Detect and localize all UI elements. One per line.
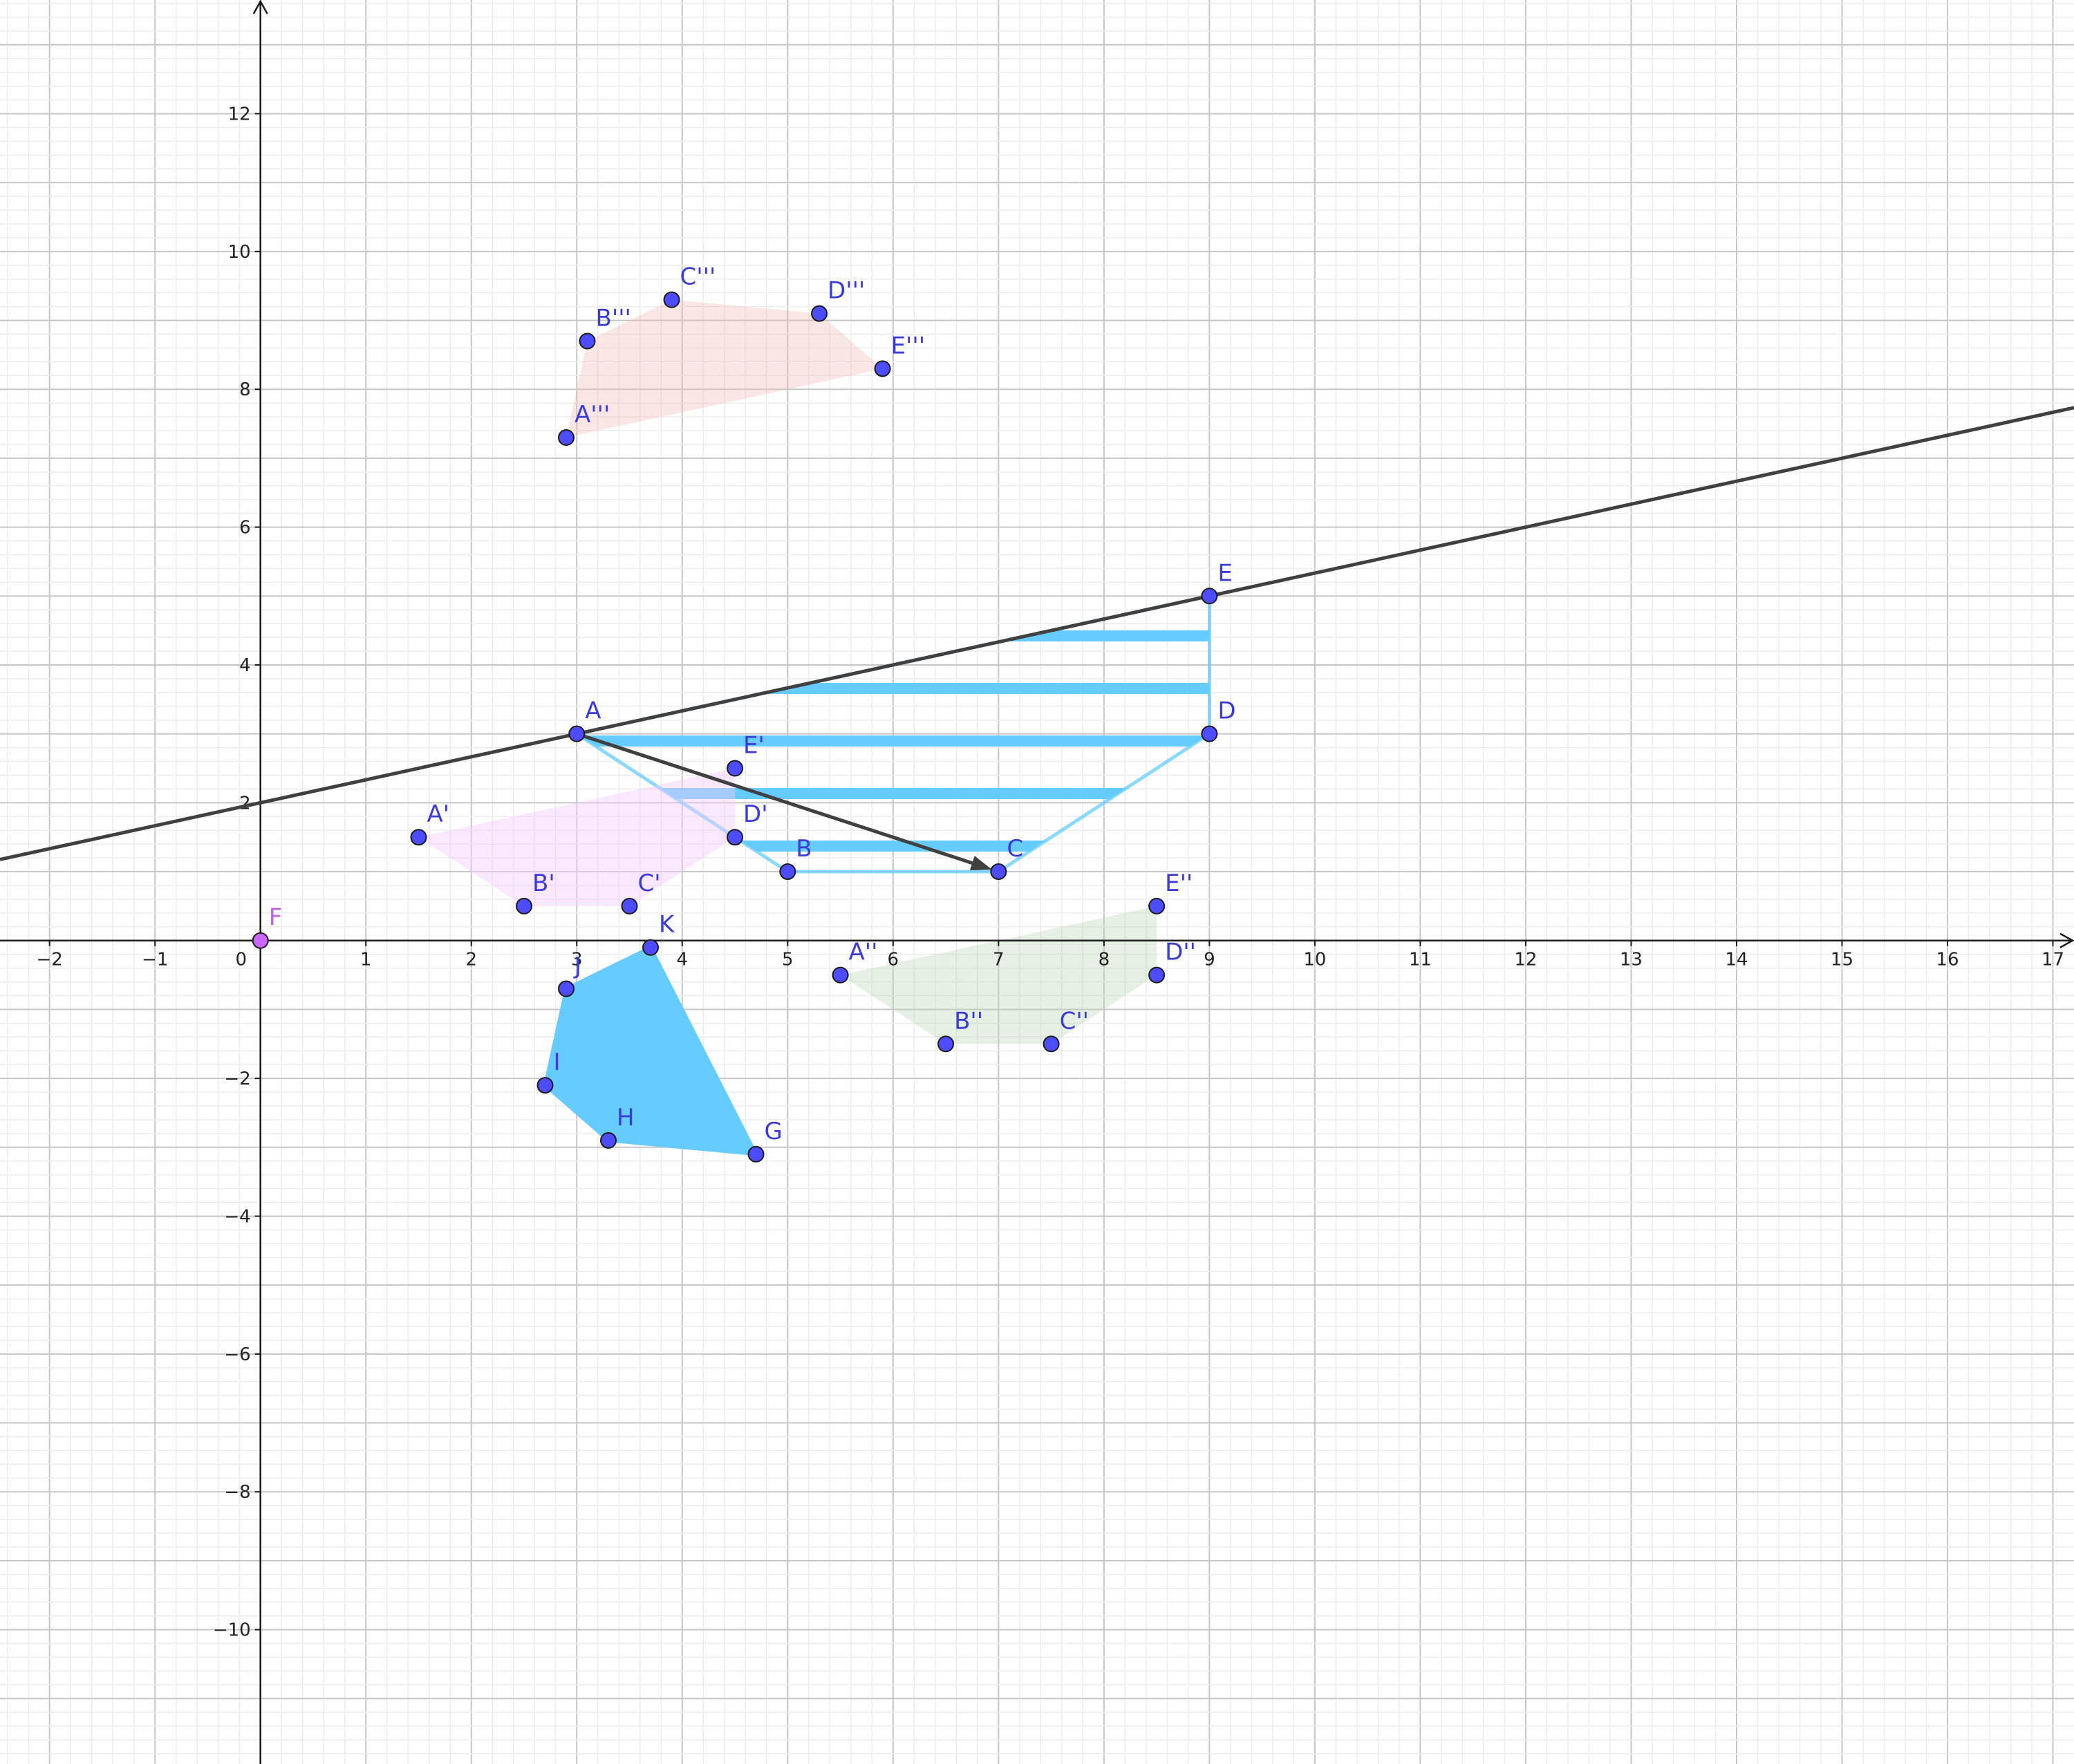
- point-label-C: C: [1007, 835, 1023, 863]
- x-tick-label: 16: [1936, 950, 1959, 970]
- x-tick-label: −1: [142, 950, 168, 970]
- point-label-B: B: [796, 835, 812, 863]
- x-tick-label: 17: [2042, 950, 2064, 970]
- x-tick-label: 7: [993, 950, 1005, 970]
- x-tick-label: 3: [571, 950, 583, 970]
- y-tick-label: −8: [224, 1482, 250, 1503]
- point-H[interactable]: [600, 1132, 617, 1149]
- point-J[interactable]: [558, 980, 575, 997]
- y-tick-label: 12: [228, 104, 251, 124]
- x-tick-label: 2: [465, 950, 477, 970]
- x-tick-label: 4: [677, 950, 689, 970]
- point-B''[interactable]: [937, 1035, 955, 1053]
- y-tick-label: −4: [224, 1206, 250, 1227]
- vector-arrowhead-icon: [969, 856, 992, 871]
- y-tick-label: 10: [228, 242, 251, 263]
- x-tick-label: 6: [888, 950, 899, 970]
- point-C''[interactable]: [1043, 1035, 1060, 1053]
- point-label-E: E: [1217, 559, 1232, 587]
- point-K[interactable]: [642, 939, 660, 956]
- point-label-F: F: [269, 904, 283, 932]
- point-B'''[interactable]: [579, 332, 596, 350]
- y-tick-label: 4: [239, 655, 251, 676]
- point-C'[interactable]: [621, 897, 638, 914]
- x-tick-label: 10: [1303, 950, 1326, 970]
- x-tick-label: 14: [1725, 950, 1748, 970]
- point-D'''[interactable]: [811, 305, 828, 322]
- point-label-B': B': [532, 870, 555, 897]
- point-label-D'': D'': [1165, 939, 1196, 966]
- point-labels: A B C D E A' B' C' D' E' A'' B'' C'' D'' E'' A''' B''' C'…: [269, 263, 1236, 1145]
- x-tick-label: 15: [1831, 950, 1853, 970]
- y-tick-label: 8: [239, 379, 251, 400]
- line-AE[interactable]: [0, 406, 2074, 861]
- y-tick-label: 6: [239, 518, 251, 538]
- x-tick-label: 12: [1514, 950, 1537, 970]
- point-label-H: H: [617, 1104, 635, 1132]
- point-label-E': E': [743, 732, 765, 760]
- point-label-D''': D''': [828, 277, 865, 305]
- point-I[interactable]: [536, 1077, 554, 1094]
- vector-AC[interactable]: [576, 732, 973, 865]
- point-label-A'': A'': [849, 939, 878, 966]
- x-axis-arrow-icon: [2059, 932, 2074, 948]
- point-D''[interactable]: [1148, 966, 1166, 984]
- point-label-A': A': [427, 800, 449, 828]
- point-label-I: I: [554, 1049, 561, 1076]
- point-C[interactable]: [990, 863, 1007, 881]
- polygons: [418, 299, 1211, 1156]
- point-B[interactable]: [779, 863, 796, 881]
- points: [252, 291, 1218, 1163]
- point-label-E''': E''': [891, 332, 926, 359]
- y-tick-label: −2: [224, 1069, 250, 1089]
- point-label-D: D: [1217, 697, 1235, 725]
- point-D[interactable]: [1201, 725, 1218, 742]
- y-tick-label: −6: [224, 1344, 250, 1365]
- point-A'''[interactable]: [558, 429, 575, 447]
- point-label-D': D': [743, 800, 768, 828]
- x-tick-label: 5: [782, 950, 794, 970]
- point-A''[interactable]: [832, 966, 849, 984]
- point-F[interactable]: [252, 932, 269, 949]
- x-tick-label: −2: [37, 950, 63, 970]
- point-A[interactable]: [568, 725, 586, 742]
- x-tick-label: 0: [235, 950, 247, 970]
- point-G[interactable]: [747, 1145, 765, 1163]
- lines: [0, 406, 2074, 871]
- point-label-B''': B''': [596, 304, 631, 332]
- point-label-A''': A''': [574, 401, 610, 429]
- point-label-C'': C'': [1060, 1007, 1089, 1035]
- y-axis-arrow-icon: [252, 0, 268, 15]
- x-tick-label: 13: [1620, 950, 1643, 970]
- y-tick-label: −10: [213, 1620, 251, 1641]
- point-C'''[interactable]: [663, 291, 680, 308]
- point-label-C''': C''': [680, 263, 716, 291]
- polygon-A'''B'''C'''D'''E'''[interactable]: [566, 299, 883, 438]
- point-A'[interactable]: [410, 829, 427, 846]
- polygon-GHIJK[interactable]: [543, 946, 758, 1156]
- point-E'[interactable]: [727, 760, 744, 777]
- point-D'[interactable]: [727, 829, 744, 846]
- point-label-E'': E'': [1165, 870, 1193, 897]
- x-tick-label: 1: [360, 950, 372, 970]
- polygon-A'B'C'D'E'[interactable]: [418, 768, 736, 906]
- x-tick-label: 11: [1409, 950, 1432, 970]
- point-E''[interactable]: [1148, 897, 1166, 914]
- point-label-A: A: [585, 697, 601, 725]
- point-label-C': C': [638, 870, 661, 897]
- point-label-J: J: [573, 953, 581, 980]
- point-label-K: K: [659, 911, 675, 939]
- point-label-B'': B'': [954, 1007, 983, 1035]
- y-tick-label: 2: [239, 793, 251, 814]
- x-tick-label: 8: [1099, 950, 1110, 970]
- x-tick-label: 9: [1204, 950, 1215, 970]
- point-E[interactable]: [1201, 588, 1218, 605]
- point-label-G: G: [765, 1118, 783, 1145]
- point-B'[interactable]: [516, 897, 533, 914]
- point-E'''[interactable]: [874, 360, 891, 377]
